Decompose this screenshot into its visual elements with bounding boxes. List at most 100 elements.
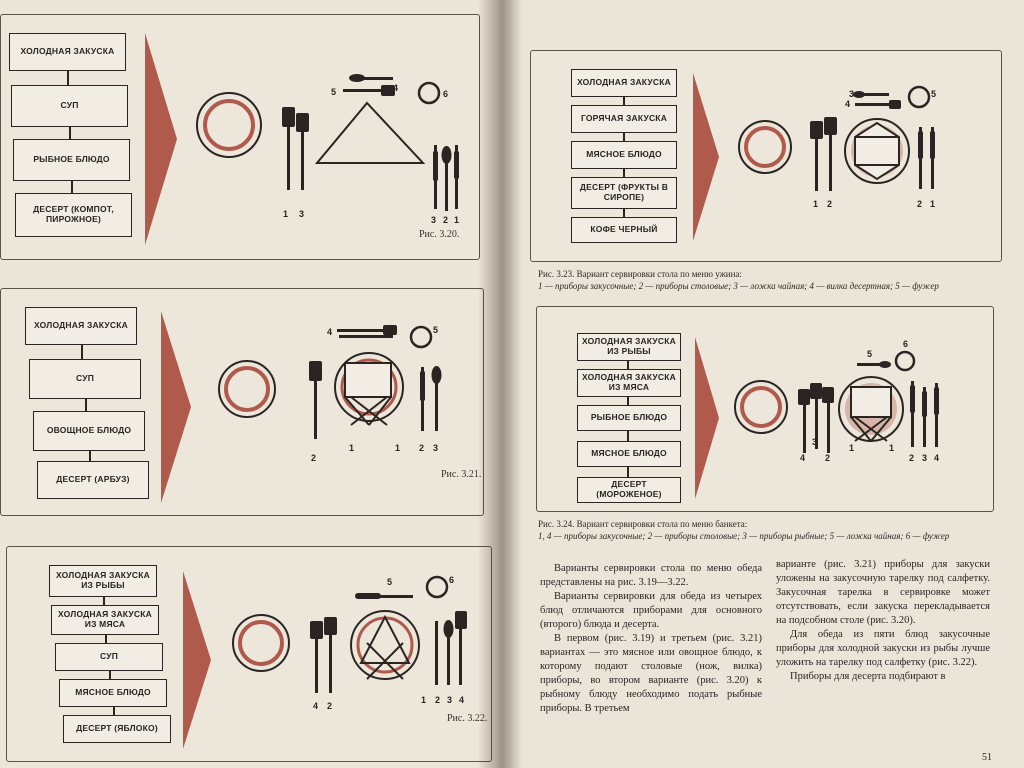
number-label: 3 [922, 453, 927, 463]
number-label: 1 [889, 443, 894, 453]
number-label: 2 [419, 443, 424, 453]
menu-item: Горячая закуска [571, 105, 677, 133]
number-label: 4 [800, 453, 805, 463]
napkin-icon [850, 386, 892, 442]
number-label: 6 [449, 575, 454, 585]
knife-icon [433, 145, 438, 209]
plate-icon [738, 120, 792, 174]
number-label: 5 [867, 349, 872, 359]
menu-item: Холодная закуска из мяса [51, 605, 159, 635]
menu-item: Десерт (фрукты в сиропе) [571, 177, 677, 209]
number-label: 2 [825, 453, 830, 463]
number-label: 5 [387, 577, 392, 587]
knife-icon [454, 145, 459, 209]
spoon-icon [349, 74, 393, 82]
number-label: 6 [443, 89, 448, 99]
fork-icon [824, 117, 837, 191]
glass-icon [409, 325, 433, 349]
spoon-icon [853, 91, 889, 98]
menu-item: Холодная закуска из рыбы [577, 333, 681, 361]
number-label: 2 [909, 453, 914, 463]
page-number: 51 [982, 752, 992, 763]
number-label: 1 [421, 695, 426, 705]
fork-icon [822, 387, 834, 453]
caption-body: 1 — приборы закусочные; 2 — приборы стол… [538, 281, 939, 292]
number-label: 1 [349, 443, 354, 453]
knife-icon [930, 127, 935, 189]
number-label: 1 [813, 199, 818, 209]
caption-title: Рис. 3.24. Вариант сервировки стола по м… [538, 519, 748, 529]
menu-item: Рыбное блюдо [577, 405, 681, 431]
figure-3-21: Холодная закуска Суп Овощное блюдо Десер… [0, 288, 484, 516]
menu-item: Овощное блюдо [33, 411, 145, 451]
paragraph: В первом (рис. 3.19) и третьем (рис. 3.2… [540, 632, 762, 714]
menu-item: Суп [11, 85, 128, 127]
menu-item: Мясное блюдо [571, 141, 677, 169]
plate-icon [334, 352, 404, 422]
table-setting-3-22: 4 2 1 2 3 4 5 6 [232, 575, 467, 711]
knife-icon [435, 621, 438, 685]
number-label: 5 [331, 87, 336, 97]
fork-icon [337, 325, 397, 335]
spoon-icon [431, 366, 442, 431]
number-label: 3 [433, 443, 438, 453]
number-label: 4 [393, 83, 398, 93]
plate-icon [196, 92, 262, 158]
plate-icon [350, 610, 420, 680]
number-label: 4 [459, 695, 464, 705]
napkin-icon [854, 121, 900, 181]
number-label: 4 [313, 701, 318, 711]
text-column-right: варианте (рис. 3.21) приборы для закуски… [776, 558, 990, 684]
menu-item: Мясное блюдо [59, 679, 167, 707]
menu-item: Холодная закуска [25, 307, 137, 345]
fork-icon [455, 611, 467, 685]
number-label: 4 [327, 327, 332, 337]
figure-label: Рис. 3.22. [447, 713, 488, 724]
menu-item: Суп [29, 359, 141, 399]
caption-body: 1, 4 — приборы закусочные; 2 — приборы с… [538, 531, 950, 542]
caption-3-24: Рис. 3.24. Вариант сервировки стола по м… [538, 518, 994, 542]
glass-icon [417, 81, 441, 105]
spoon-icon [441, 146, 452, 211]
figure-3-24: Холодная закуска из рыбы Холодная закуск… [536, 306, 994, 512]
menu-item: Холодная закуска из мяса [577, 369, 681, 397]
paragraph: Варианты сервировки стола по меню обеда … [540, 563, 762, 588]
menu-item: Холодная закуска [571, 69, 677, 97]
menu-item: Холодная закуска из рыбы [49, 565, 157, 597]
table-setting-3-21: 2 1 1 2 3 4 5 [218, 325, 442, 463]
fork-icon [324, 617, 337, 693]
knife-icon [355, 593, 413, 599]
paragraph: Варианты сервировки для обеда из четырех… [540, 590, 762, 630]
caption-title: Рис. 3.23. Вариант сервировки стола по м… [538, 269, 742, 279]
figure-label: Рис. 3.21. [441, 469, 482, 480]
spoon-icon [443, 620, 454, 685]
napkin-icon [359, 614, 411, 680]
spoon-icon [857, 361, 891, 368]
number-label: 2 [827, 199, 832, 209]
arrow-icon [161, 311, 191, 503]
left-page: Холодная закуска Суп Рыбное блюдо Десерт… [0, 0, 512, 768]
menu-item: Десерт (арбуз) [37, 461, 149, 499]
fork-icon [810, 383, 822, 449]
menu-item: Суп [55, 643, 163, 671]
number-label: 3 [431, 215, 436, 225]
glass-icon [894, 350, 916, 372]
number-label: 2 [327, 701, 332, 711]
figure-label: Рис. 3.20. [419, 229, 460, 240]
knife-icon [910, 381, 915, 447]
number-label: 1 [930, 199, 935, 209]
number-label: 4 [934, 453, 939, 463]
menu-item: Мясное блюдо [577, 441, 681, 467]
number-label: 1 [395, 443, 400, 453]
menu-item: Рыбное блюдо [13, 139, 130, 181]
knife-icon [922, 387, 927, 447]
caption-3-23: Рис. 3.23. Вариант сервировки стола по м… [538, 268, 1008, 292]
napkin-icon [314, 101, 426, 164]
number-label: 1 [454, 215, 459, 225]
plate-icon [232, 614, 290, 672]
menu-item: Десерт (компот, пирожное) [15, 193, 132, 237]
paragraph: Приборы для десерта подбирают в [790, 670, 946, 682]
knife-icon [339, 335, 393, 338]
arrow-icon [695, 337, 719, 499]
arrow-icon [693, 73, 719, 241]
